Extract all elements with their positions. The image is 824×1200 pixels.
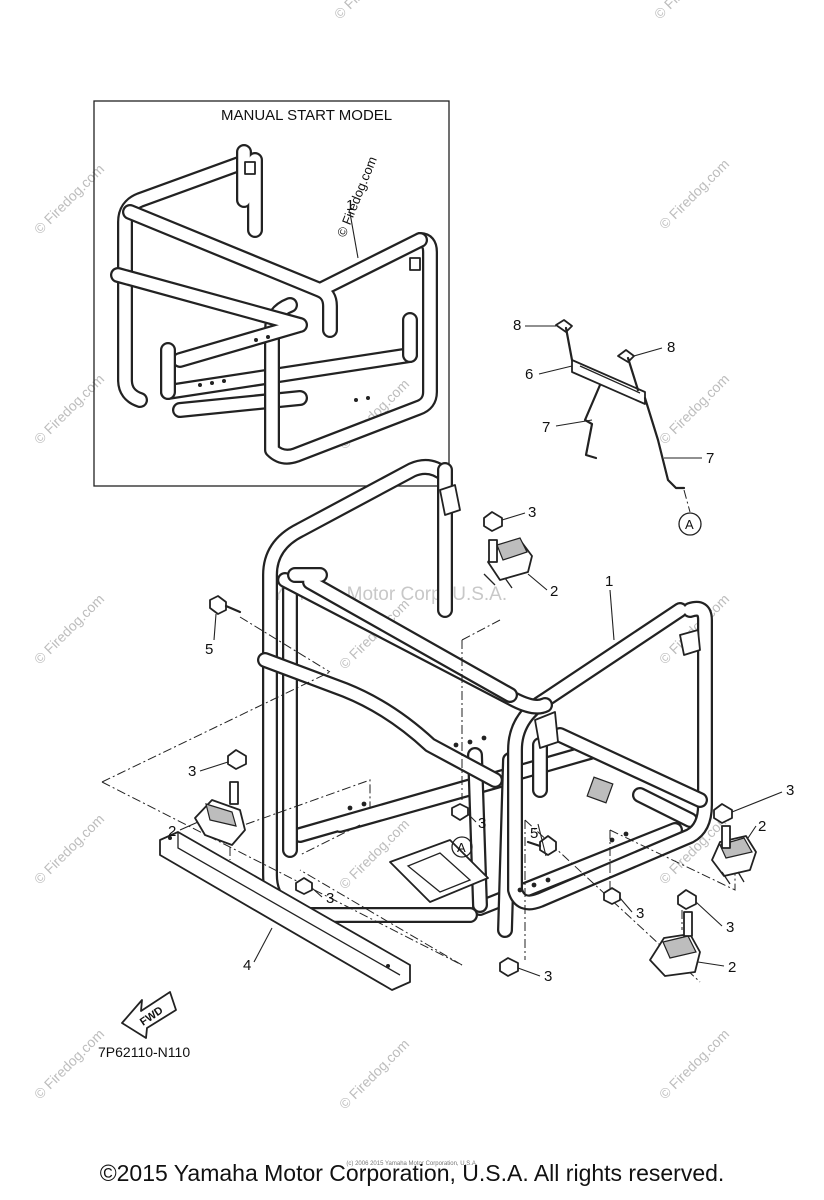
- bolt-left: [209, 595, 242, 615]
- inset-title: MANUAL START MODEL: [221, 107, 392, 124]
- watermark-firedog: © Firedog.com: [656, 156, 732, 232]
- rod-left: [583, 383, 602, 460]
- watermark-firedog: © Firedog.com: [331, 0, 407, 22]
- nut-bottom: [499, 957, 519, 977]
- callout-3-h: 3: [544, 968, 552, 985]
- frame-bracket-mid: [534, 711, 559, 749]
- callout-2-left: 2: [168, 823, 176, 840]
- watermark-layer: © Firedog.com © Firedog.com © Firedog.co…: [31, 0, 732, 1112]
- copyright-notice: ©2015 Yamaha Motor Corporation, U.S.A. A…: [99, 1160, 725, 1186]
- front-bracket: [159, 831, 411, 991]
- ref-circle-a-upper: [678, 512, 702, 536]
- inset-callout-1: 1: [346, 197, 354, 214]
- ref-circle-a-lower: [451, 836, 473, 858]
- callout-8-right: 8: [667, 339, 675, 356]
- watermark-firedog: © Firedog.com: [31, 591, 107, 667]
- watermark-firedog: © Firedog.com: [31, 161, 107, 237]
- battery-tray: [389, 839, 489, 903]
- inset-border: [93, 100, 450, 487]
- watermark-firedog: © Firedog.com: [31, 811, 107, 887]
- nut-left: [227, 749, 247, 770]
- rod-right: [643, 396, 686, 490]
- wing-bolt-left: [555, 319, 574, 362]
- callout-8-left: 8: [513, 317, 521, 334]
- inset-watermark: © Firedog.com: [334, 154, 380, 239]
- nut-top: [483, 511, 503, 532]
- callout-3-e: 3: [786, 782, 794, 799]
- diagram-code: 7P62110-N110: [98, 1044, 190, 1060]
- nut-floor-right: [603, 887, 621, 905]
- inset-frame-drawing: [110, 144, 438, 465]
- callout-2-top: 2: [550, 583, 558, 600]
- engine-mount-top: [483, 537, 533, 589]
- ref-letter-a-upper: A: [685, 517, 694, 532]
- callout-1: 1: [605, 573, 613, 590]
- callout-5-right: 5: [530, 825, 538, 842]
- watermark-firedog: © Firedog.com: [336, 1036, 412, 1112]
- callout-6: 6: [525, 366, 533, 383]
- handle-assembly: A: [555, 319, 702, 536]
- main-frame: A: [257, 458, 713, 938]
- watermark-firedog: © Firedog.com: [31, 371, 107, 447]
- nut-right: [713, 803, 733, 824]
- watermark-firedog: © Firedog.com: [656, 371, 732, 447]
- engine-mount-right: [711, 825, 757, 885]
- callout-3-b: 3: [188, 763, 196, 780]
- callout-3-g: 3: [726, 919, 734, 936]
- ref-letter-a-lower: A: [457, 840, 466, 855]
- callout-3-f: 3: [636, 905, 644, 922]
- nut-bottom-right: [677, 889, 697, 910]
- watermark-firedog: © Firedog.com: [31, 1026, 107, 1102]
- callout-3-a: 3: [528, 504, 536, 521]
- callout-2-right: 2: [758, 818, 766, 835]
- nut-mid: [451, 803, 469, 821]
- nut-floor-left: [295, 877, 313, 895]
- callout-3-d: 3: [326, 890, 334, 907]
- fwd-arrow: FWD: [121, 991, 177, 1039]
- callout-4: 4: [243, 957, 251, 974]
- callout-7-right: 7: [706, 450, 714, 467]
- callout-5-left: 5: [205, 641, 213, 658]
- tiny-credit: (c) 2006 2015 Yamaha Motor Corporation, …: [346, 1161, 478, 1167]
- handle-bar: [571, 359, 646, 405]
- engine-mount-bottom: [649, 911, 701, 977]
- callout-3-c: 3: [478, 815, 486, 832]
- watermark-firedog: © Firedog.com: [656, 1026, 732, 1102]
- frame-bracket-upper: [439, 484, 461, 516]
- frame-bracket-right: [679, 629, 701, 656]
- watermark-firedog: © Firedog.com: [651, 0, 727, 22]
- inset-manual-start: MANUAL START MODEL © Firedog.com: [93, 100, 450, 487]
- callout-2-bottom: 2: [728, 959, 736, 976]
- engine-mount-left: [194, 781, 246, 846]
- nut-group: [227, 511, 733, 977]
- callout-7-left: 7: [542, 419, 550, 436]
